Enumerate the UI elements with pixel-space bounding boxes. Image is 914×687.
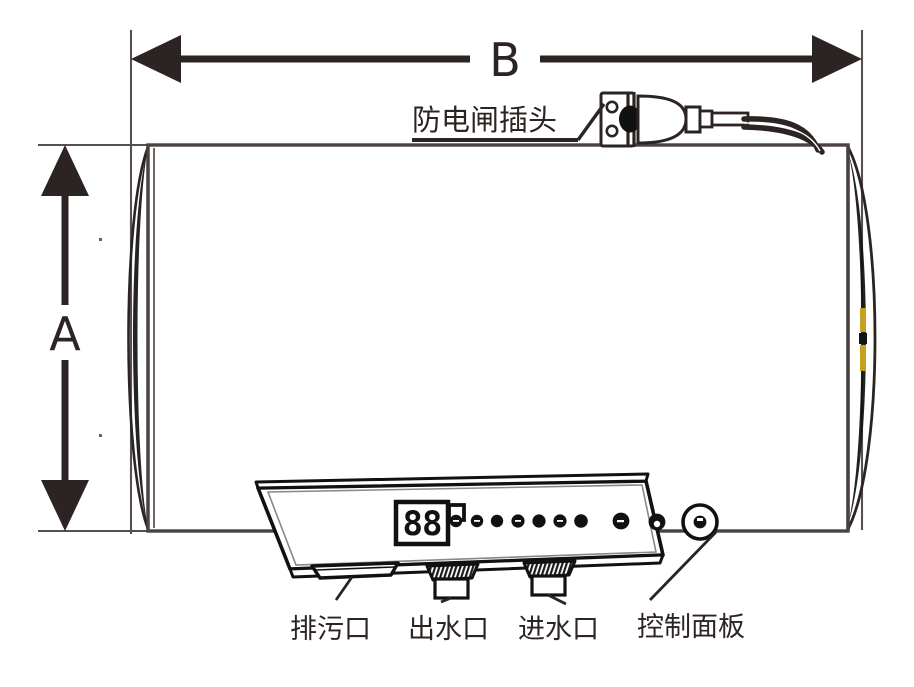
anti-shock-plug xyxy=(599,91,825,155)
plug-reset-knob xyxy=(619,105,641,133)
dimension-a: A xyxy=(41,145,102,531)
tank-shell xyxy=(146,143,850,533)
callout-drain-port-label: 排污口 xyxy=(290,614,371,645)
callout-plug-label: 防电闸插头 xyxy=(412,103,557,137)
control-panel-top-bevel xyxy=(254,472,650,490)
arrowhead-left xyxy=(131,35,181,83)
callout-control-panel-label: 控制面板 xyxy=(637,612,745,643)
callout-plug: 防电闸插头 xyxy=(412,103,606,142)
leader-inlet-port xyxy=(547,593,567,606)
anode-accent-marks xyxy=(859,308,867,371)
indicator-dot-row xyxy=(449,514,588,528)
leader-drain-port xyxy=(334,576,354,601)
temperature-display-frame xyxy=(393,499,451,547)
outlet-port xyxy=(425,562,480,600)
callout-plug-leader xyxy=(576,103,606,141)
power-button[interactable] xyxy=(681,503,719,541)
temperature-display-value: 88 xyxy=(403,504,442,544)
control-panel-controls[interactable]: 88 xyxy=(393,499,719,547)
inlet-port xyxy=(522,559,577,597)
dimension-a-label: A xyxy=(49,307,81,361)
outlet-port-stub xyxy=(433,577,470,600)
inlet-port-stub xyxy=(530,574,567,597)
arrowhead-bottom xyxy=(41,480,89,531)
arrowhead-right xyxy=(812,35,862,83)
plug-pin-upper xyxy=(605,100,619,114)
indicator-dot xyxy=(574,514,588,528)
inlet-port-collar xyxy=(522,559,577,579)
tank-body xyxy=(127,143,877,533)
dimension-b: B xyxy=(131,33,862,87)
leader-outlet-port xyxy=(440,596,452,604)
dimension-b-label: B xyxy=(489,33,521,87)
tank-right-cap xyxy=(846,145,877,531)
plug-pin-lower xyxy=(605,124,619,138)
outlet-port-collar xyxy=(425,562,480,582)
drain-port xyxy=(310,561,400,580)
indicator-dot xyxy=(532,514,546,528)
callout-leader-lines xyxy=(334,531,718,606)
function-button-group[interactable] xyxy=(612,512,666,531)
tank-left-cap xyxy=(127,145,155,531)
callout-inlet-port-label: 进水口 xyxy=(518,614,599,645)
callout-outlet-port-label: 出水口 xyxy=(408,614,489,645)
bottom-callouts: 排污口 出水口 进水口 控制面板 xyxy=(290,612,745,645)
leader-control-panel xyxy=(648,531,718,601)
indicator-dot xyxy=(490,514,504,528)
arrowhead-top xyxy=(41,145,89,196)
